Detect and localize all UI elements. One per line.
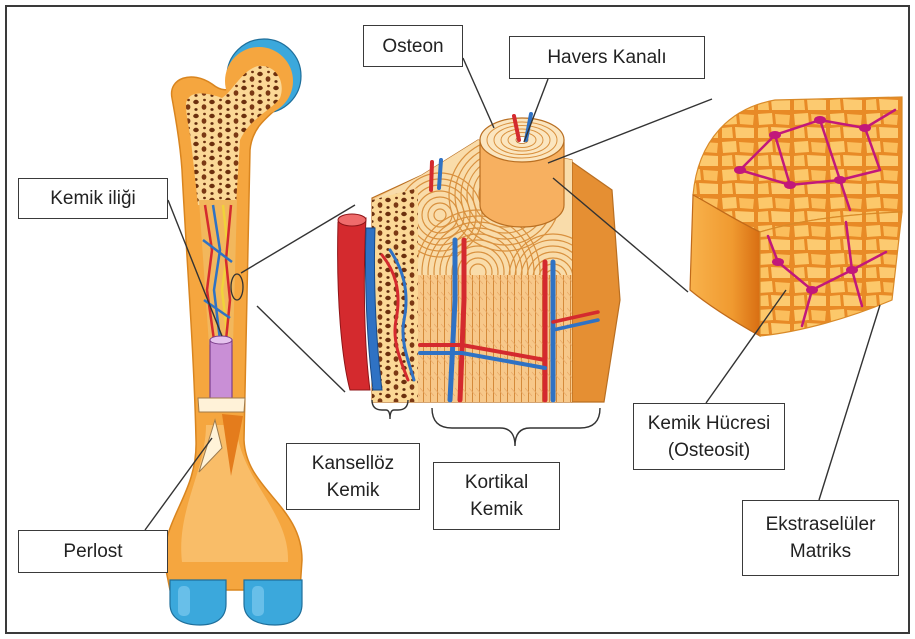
label-kemik-iligi-text: Kemik iliği	[50, 185, 136, 212]
label-havers-text: Havers Kanalı	[547, 44, 666, 71]
marrow-tube-top	[210, 336, 232, 344]
label-osteon-text: Osteon	[382, 33, 443, 60]
label-havers-kanali: Havers Kanalı	[509, 36, 705, 79]
osteocyte	[859, 124, 871, 132]
label-kanselloz-line2: Kemik	[327, 477, 380, 504]
label-kemik-iligi: Kemik iliği	[18, 178, 168, 219]
label-perlost: Perlost	[18, 530, 168, 573]
marrow-tube	[210, 340, 232, 400]
large-artery-opening	[338, 214, 366, 226]
label-kanselloz-line1: Kansellöz	[312, 450, 394, 477]
osteocyte	[769, 131, 781, 139]
label-perlost-text: Perlost	[63, 538, 122, 565]
vessel-artery-top	[431, 162, 432, 190]
label-kemik-hucresi: Kemik Hücresi (Osteosit)	[633, 403, 785, 470]
label-kanselloz-kemik: Kansellöz Kemik	[286, 443, 420, 510]
osteocyte	[784, 181, 796, 189]
vessel-vein-top	[439, 160, 441, 188]
osteocyte	[846, 266, 858, 274]
block-front-fibers	[418, 275, 572, 402]
label-kemik-hucresi-line1: Kemik Hücresi	[648, 410, 770, 437]
bone-cut-band	[198, 398, 245, 412]
label-kortikal-kemik: Kortikal Kemik	[433, 462, 560, 530]
osteocyte	[834, 176, 846, 184]
label-ekstraseluler-matriks: Ekstraselüler Matriks	[742, 500, 899, 576]
osteocyte	[772, 258, 784, 266]
condyle-highlight-left	[178, 586, 190, 616]
label-matriks-line1: Ekstraselüler	[766, 511, 876, 538]
osteocyte	[734, 166, 746, 174]
label-kortikal-line1: Kortikal	[465, 469, 528, 496]
osteocyte	[806, 286, 818, 294]
condyle-highlight-right	[252, 586, 264, 616]
osteocyte	[814, 116, 826, 124]
bone-tissue-wedge	[690, 97, 902, 336]
osteon-cylinder	[480, 114, 564, 227]
label-osteon: Osteon	[363, 25, 463, 67]
label-kortikal-line2: Kemik	[470, 496, 523, 523]
label-kemik-hucresi-line2: (Osteosit)	[668, 437, 750, 464]
label-matriks-line2: Matriks	[790, 538, 851, 565]
